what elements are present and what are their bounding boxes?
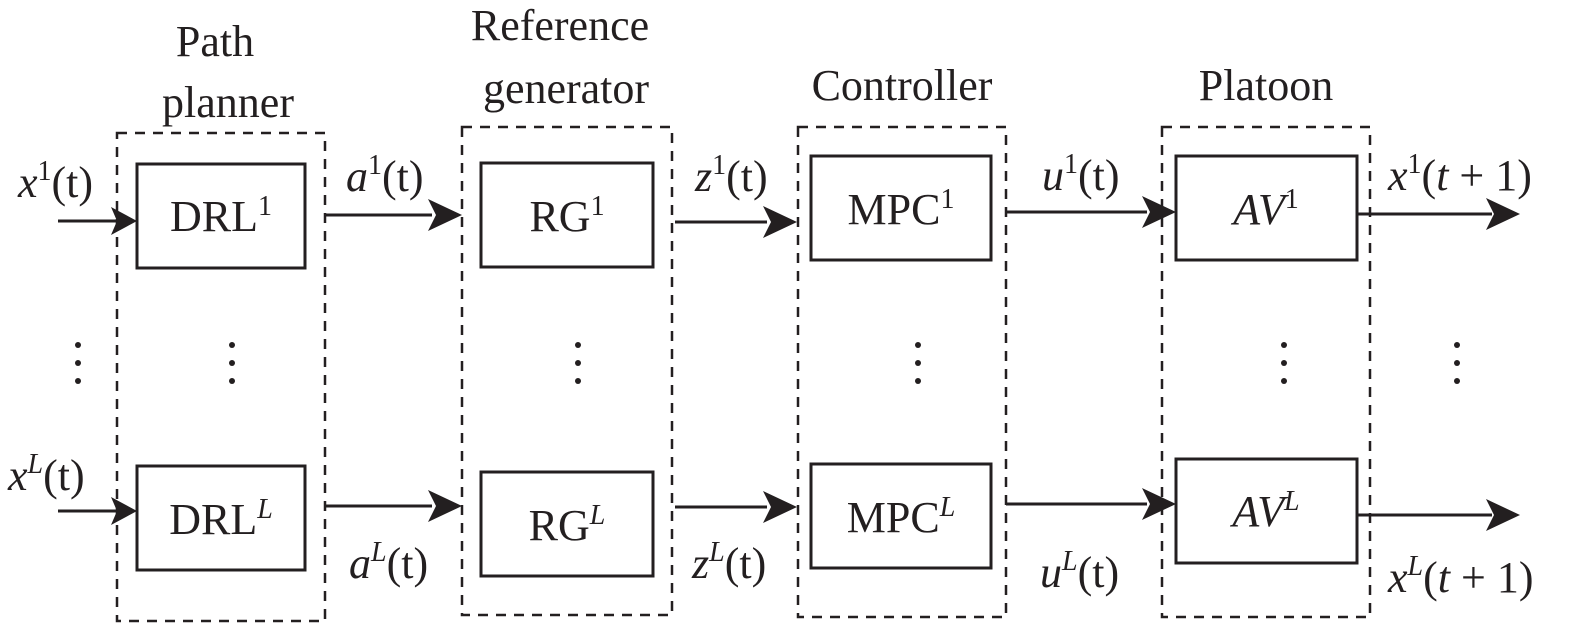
output-bottom-signal: xL(t + 1): [1387, 551, 1533, 602]
z-top-arrowhead: [763, 206, 797, 238]
z-bottom-arrowhead: [763, 491, 797, 523]
u-bottom-arrowhead: [1142, 488, 1176, 520]
rg-bottom-label: RGL: [529, 500, 606, 550]
rg-top-block: [479, 161, 655, 269]
ellipsis-path-planner: [229, 342, 235, 384]
av-top-block: [1174, 154, 1359, 262]
platoon-title: Platoon: [1199, 61, 1333, 110]
a-bottom-arrowhead: [428, 490, 462, 522]
ellipsis-input: [75, 342, 81, 384]
signal-labels: x1(t) xL(t) a1(t) aL(t) z1(t) zL(t) u1(t…: [7, 149, 1533, 602]
mpc-top-label: MPC1: [848, 184, 955, 234]
z-bottom-signal: zL(t): [691, 537, 766, 588]
a-top-arrowhead: [428, 199, 462, 231]
a-top-signal: a1(t): [346, 150, 424, 201]
blocks: [135, 154, 1359, 578]
ellipsis-controller: [915, 342, 921, 384]
input-bottom-arrowhead: [111, 497, 137, 525]
ellipsis-reference-generator: [575, 342, 581, 384]
ellipses: [75, 342, 1460, 384]
ellipsis-output: [1454, 342, 1460, 384]
output-top-signal: x1(t + 1): [1387, 149, 1532, 200]
u-top-signal: u1(t): [1042, 149, 1120, 200]
stage-titles: Path planner Reference generator Control…: [162, 1, 1333, 127]
controller-container: [796, 125, 1008, 619]
controller-title: Controller: [812, 61, 993, 110]
arrowheads: [111, 196, 1520, 531]
ellipsis-platoon: [1281, 342, 1287, 384]
drl-bottom-label: DRLL: [169, 494, 273, 544]
av-top-label: AV1: [1230, 184, 1299, 234]
mpc-bottom-label: MPCL: [847, 492, 956, 542]
rg-bottom-block: [479, 470, 655, 578]
platoon-container: [1160, 125, 1372, 619]
av-bottom-label: AVL: [1229, 486, 1299, 536]
output-top-arrowhead: [1486, 198, 1520, 230]
a-bottom-signal: aL(t): [349, 537, 428, 588]
drl-top-label: DRL1: [170, 191, 272, 241]
output-bottom-arrowhead: [1486, 499, 1520, 531]
reference-generator-title-line-2: generator: [483, 64, 649, 113]
path-planner-title-line-1: Path: [176, 17, 254, 66]
drl-top-block: [135, 162, 307, 270]
input-bottom-signal: xL(t): [7, 449, 85, 500]
path-planner-container: [115, 131, 327, 623]
mpc-top-block: [809, 154, 993, 262]
z-top-signal: z1(t): [694, 150, 768, 201]
stage-containers: [115, 125, 1372, 623]
input-top-signal: x1(t): [17, 156, 93, 207]
reference-generator-container: [460, 125, 674, 617]
input-top-arrowhead: [111, 207, 137, 235]
reference-generator-title-line-1: Reference: [471, 1, 649, 50]
drl-bottom-block: [135, 464, 307, 572]
connections: [58, 210, 1492, 517]
block-labels: DRL1 DRLL RG1 RGL MPC1 MPCL AV1 AVL: [169, 184, 1299, 550]
u-bottom-signal: uL(t): [1040, 546, 1119, 597]
path-planner-title-line-2: planner: [162, 78, 294, 127]
av-bottom-block: [1174, 457, 1359, 565]
mpc-bottom-block: [809, 462, 993, 570]
u-top-arrowhead: [1142, 196, 1176, 228]
rg-top-label: RG1: [529, 191, 604, 241]
